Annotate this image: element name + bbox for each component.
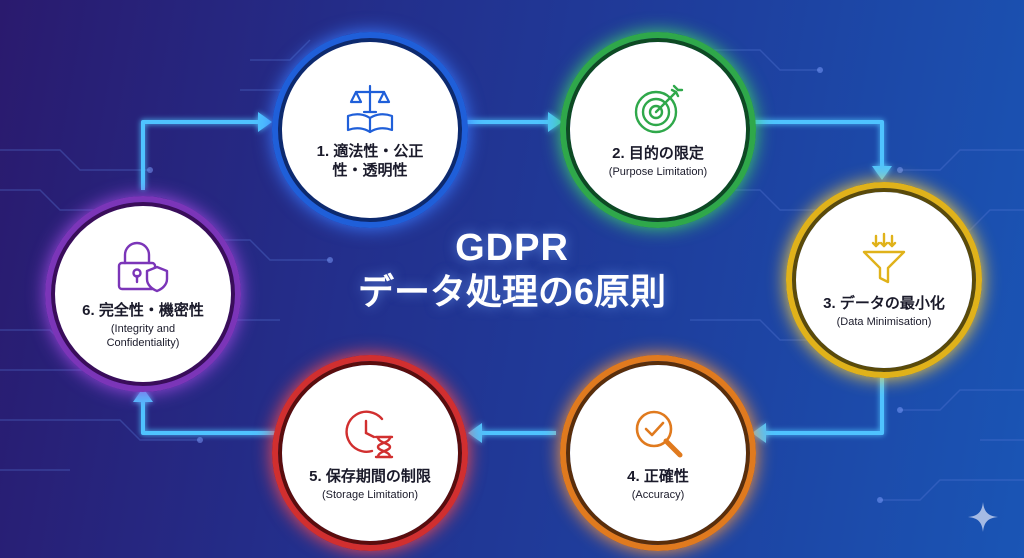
title-line-2: データ処理の6原則 — [357, 271, 667, 312]
ring-4 — [560, 355, 756, 551]
ring-2 — [560, 32, 756, 228]
arrowhead-2 — [548, 112, 562, 132]
arrow-6-to-1 — [141, 120, 262, 190]
ring-5 — [272, 355, 468, 551]
principle-4-subtitle: (Accuracy) — [631, 488, 685, 501]
arrowhead-1 — [258, 112, 272, 132]
principle-2-label: 2. 目的の限定 — [612, 144, 704, 162]
sparkle-icon — [968, 502, 998, 532]
arrowhead-6 — [133, 388, 153, 402]
magnifier-check-icon — [630, 405, 686, 461]
arrow-3-to-4 — [762, 368, 884, 435]
scales-book-icon — [342, 80, 398, 136]
ring-3 — [786, 182, 982, 378]
principle-1-label: 1. 適法性・公正性・透明性 — [316, 143, 424, 179]
principle-5-subtitle: (Storage Limitation) — [322, 488, 418, 501]
principle-2-purpose: 2. 目的の限定 (Purpose Limitation) — [570, 42, 746, 218]
principle-6-subtitle: (Integrity and Confidentiality) — [106, 322, 180, 349]
arrowhead-4 — [752, 423, 766, 443]
lock-shield-icon — [115, 239, 171, 295]
principle-3-subtitle: (Data Minimisation) — [836, 315, 932, 328]
principle-3-label: 3. データの最小化 — [823, 294, 945, 312]
principle-6-integrity: 6. 完全性・機密性 (Integrity and Confidentialit… — [55, 206, 231, 382]
funnel-icon — [856, 232, 912, 288]
principle-3-minimisation: 3. データの最小化 (Data Minimisation) — [796, 192, 972, 368]
diagram-title: GDPR データ処理の6原則 — [312, 226, 712, 314]
title-line-1: GDPR — [455, 227, 569, 269]
arrowhead-5 — [468, 423, 482, 443]
principle-5-label: 5. 保存期間の制限 — [309, 467, 431, 485]
ring-6 — [45, 196, 241, 392]
arrow-5-to-6 — [141, 398, 278, 435]
principle-2-subtitle: (Purpose Limitation) — [608, 165, 708, 178]
principle-6-label: 6. 完全性・機密性 — [82, 301, 204, 319]
clock-hourglass-icon — [342, 405, 398, 461]
ring-1 — [272, 32, 468, 228]
principle-1-lawfulness: 1. 適法性・公正性・透明性 — [282, 42, 458, 218]
principle-4-label: 4. 正確性 — [627, 467, 689, 485]
target-arrow-icon — [630, 82, 686, 138]
arrow-2-to-3 — [748, 120, 884, 170]
principle-4-accuracy: 4. 正確性 (Accuracy) — [570, 365, 746, 541]
arrowhead-3 — [872, 166, 892, 180]
principle-5-storage: 5. 保存期間の制限 (Storage Limitation) — [282, 365, 458, 541]
